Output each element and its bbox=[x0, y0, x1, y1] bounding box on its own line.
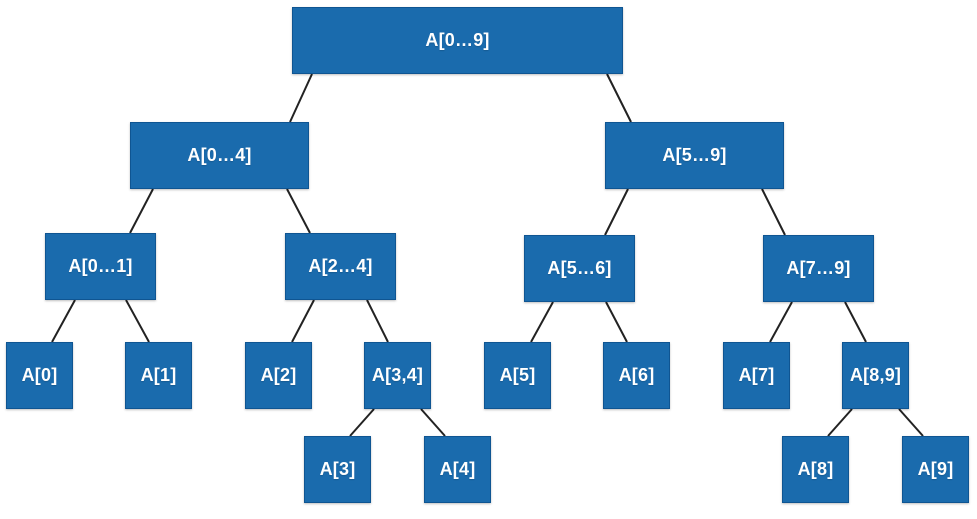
tree-leaf-a6: A[6] bbox=[603, 342, 670, 409]
edge-7-9-to-a7 bbox=[769, 301, 793, 343]
tree-leaf-a0: A[0] bbox=[6, 342, 73, 409]
tree-node-a-8-9: A[8,9] bbox=[842, 342, 909, 409]
tree-node-a-0-4: A[0…4] bbox=[130, 122, 309, 189]
tree-node-a-2-4: A[2…4] bbox=[285, 233, 396, 300]
tree-leaf-a2: A[2] bbox=[245, 342, 312, 409]
edge-0-1-to-a0 bbox=[51, 299, 76, 343]
edge-a89-to-a8 bbox=[827, 408, 853, 437]
tree-leaf-a3: A[3] bbox=[304, 436, 371, 503]
edge-5-9-to-5-6 bbox=[604, 188, 629, 236]
tree-node-a-0-1: A[0…1] bbox=[45, 233, 156, 300]
edge-5-9-to-7-9 bbox=[761, 188, 786, 236]
edge-7-9-to-a89 bbox=[844, 301, 867, 343]
edge-root-left bbox=[289, 73, 313, 123]
tree-leaf-a1: A[1] bbox=[125, 342, 192, 409]
edge-a34-to-a3 bbox=[349, 408, 375, 437]
edge-2-4-to-a34 bbox=[366, 299, 389, 343]
tree-leaf-a9: A[9] bbox=[902, 436, 969, 503]
tree-node-a-5-9: A[5…9] bbox=[605, 122, 784, 189]
edge-5-6-to-a5 bbox=[530, 301, 554, 343]
edge-root-right bbox=[606, 73, 632, 123]
edge-0-4-to-2-4 bbox=[286, 188, 311, 234]
edge-0-4-to-0-1 bbox=[129, 188, 154, 234]
edge-a89-to-a9 bbox=[898, 408, 924, 437]
tree-node-root: A[0…9] bbox=[292, 7, 623, 74]
tree-node-a-3-4: A[3,4] bbox=[364, 342, 431, 409]
tree-leaf-a8: A[8] bbox=[782, 436, 849, 503]
tree-leaf-a5: A[5] bbox=[484, 342, 551, 409]
tree-node-a-5-6: A[5…6] bbox=[524, 235, 635, 302]
tree-node-a-7-9: A[7…9] bbox=[763, 235, 874, 302]
tree-leaf-a4: A[4] bbox=[424, 436, 491, 503]
edge-5-6-to-a6 bbox=[605, 301, 628, 343]
edge-2-4-to-a2 bbox=[291, 299, 315, 343]
edge-0-1-to-a1 bbox=[125, 299, 150, 343]
tree-leaf-a7: A[7] bbox=[723, 342, 790, 409]
edge-a34-to-a4 bbox=[420, 408, 446, 437]
